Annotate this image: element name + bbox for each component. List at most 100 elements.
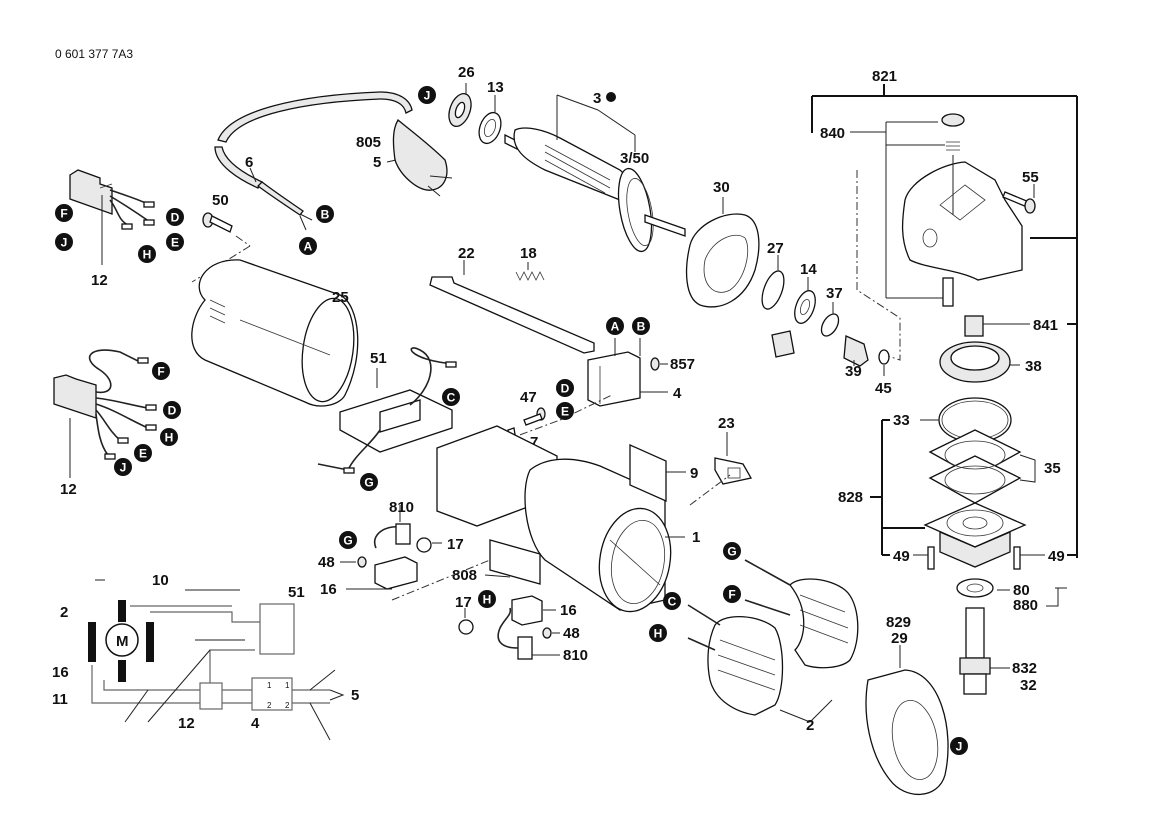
connector-badge-d3: D <box>556 379 574 397</box>
part-label-9: 9 <box>690 465 698 482</box>
motor-symbol-icon <box>105 623 139 657</box>
motor-symbol-label: M <box>116 633 129 650</box>
connector-badge-d2: D <box>163 401 181 419</box>
part-label-808: 808 <box>452 567 477 584</box>
pinion-39 <box>843 335 869 367</box>
gear-head-bracket-821 <box>811 84 1078 558</box>
part-label-45: 45 <box>875 380 892 397</box>
badge-letter: A <box>304 240 313 254</box>
electronic-module-upper <box>69 169 155 265</box>
schematic-electronic-module <box>199 682 223 710</box>
schematic-label-51: 51 <box>288 584 305 601</box>
badge-circle-icon <box>55 204 73 222</box>
badge-circle-icon <box>114 458 132 476</box>
badge-letter: E <box>171 236 179 250</box>
washer-80 <box>956 578 1010 598</box>
badge-letter: G <box>364 476 373 490</box>
badge-letter: J <box>956 740 963 754</box>
badge-circle-icon <box>55 233 73 251</box>
badge-letter: J <box>424 89 431 103</box>
badge-circle-icon <box>649 624 667 642</box>
suppressor-51 <box>317 347 457 474</box>
part-label-829: 829 <box>886 614 911 631</box>
part-label-37: 37 <box>826 285 843 302</box>
part-label-26: 26 <box>458 64 475 81</box>
power-cord <box>214 91 413 231</box>
part-label-80: 80 <box>1013 582 1030 599</box>
part-label-25: 25 <box>332 289 349 306</box>
part-label-49-left: 49 <box>893 548 910 565</box>
bearing-13 <box>478 95 502 145</box>
part-label-832: 832 <box>1012 660 1037 677</box>
connector-badge-j1: J <box>418 86 436 104</box>
new-part-dot-icon <box>606 92 616 102</box>
schematic-label-11: 11 <box>52 691 68 708</box>
part-label-3: 3 <box>593 90 601 107</box>
connector-badge-g1: G <box>360 473 378 491</box>
badge-circle-icon <box>556 379 574 397</box>
air-guide-30 <box>685 197 760 308</box>
badge-circle-icon <box>556 402 574 420</box>
badge-circle-icon <box>723 585 741 603</box>
badge-circle-icon <box>360 473 378 491</box>
part-label-55: 55 <box>1022 169 1039 186</box>
label-9 <box>629 443 686 503</box>
part-label-13: 13 <box>487 79 504 96</box>
armature-3 <box>504 94 686 253</box>
wiring-schematic <box>88 579 345 741</box>
part-label-841: 841 <box>1033 317 1058 334</box>
badge-letter: F <box>728 588 735 602</box>
part-label-32: 32 <box>1020 677 1037 694</box>
badge-circle-icon <box>478 590 496 608</box>
spring-18 <box>515 262 545 281</box>
gear-housing <box>901 155 1023 281</box>
part-label-810-right: 810 <box>563 647 588 664</box>
schematic-label-5: 5 <box>351 687 359 704</box>
badge-circle-icon <box>950 737 968 755</box>
badge-circle-icon <box>163 401 181 419</box>
connector-badge-e3: E <box>556 402 574 420</box>
part-label-35: 35 <box>1044 460 1061 477</box>
connector-badge-d1: D <box>166 208 184 226</box>
badge-circle-icon <box>152 362 170 380</box>
schematic-switch <box>251 677 293 711</box>
badge-letter: C <box>447 391 456 405</box>
connector-badge-g2: G <box>339 531 357 549</box>
bushing-841 <box>964 315 1030 337</box>
badge-circle-icon <box>339 531 357 549</box>
part-label-48-left: 48 <box>318 554 335 571</box>
connector-badge-f1: F <box>55 204 73 222</box>
badge-letter: F <box>60 207 67 221</box>
connector-badge-j2: J <box>55 233 73 251</box>
badge-letter: H <box>483 593 492 607</box>
part-label-29: 29 <box>891 630 908 647</box>
connector-badge-e1: E <box>166 233 184 251</box>
brush-holder-right <box>458 595 560 660</box>
bearing-flange-828 <box>923 502 1027 568</box>
part-label-6: 6 <box>245 154 253 171</box>
screws-49 <box>913 546 1045 570</box>
schematic-label-12: 12 <box>178 715 195 732</box>
badge-letter: H <box>143 248 152 262</box>
part-label-30: 30 <box>713 179 730 196</box>
connector-badge-h4: H <box>649 624 667 642</box>
part-label-18: 18 <box>520 245 537 262</box>
part-label-47: 47 <box>520 389 537 406</box>
bearing-dust-cap <box>771 330 795 358</box>
badge-circle-icon <box>138 245 156 263</box>
part-label-33: 33 <box>893 412 910 429</box>
bevel-gear-38 <box>939 341 1020 383</box>
part-label-51: 51 <box>370 350 387 367</box>
connector-badge-f2: F <box>152 362 170 380</box>
document-part-number: 0 601 377 7A3 <box>55 47 133 61</box>
badge-letter: D <box>171 211 180 225</box>
schematic-label-16: 16 <box>52 664 69 681</box>
part-label-39: 39 <box>845 363 862 380</box>
part-label-49-right: 49 <box>1048 548 1065 565</box>
brush-top <box>118 600 126 622</box>
field-coil-2 <box>687 559 859 723</box>
field-winding-right <box>146 622 154 662</box>
connector-badge-a1: A <box>299 237 317 255</box>
badge-circle-icon <box>442 388 460 406</box>
